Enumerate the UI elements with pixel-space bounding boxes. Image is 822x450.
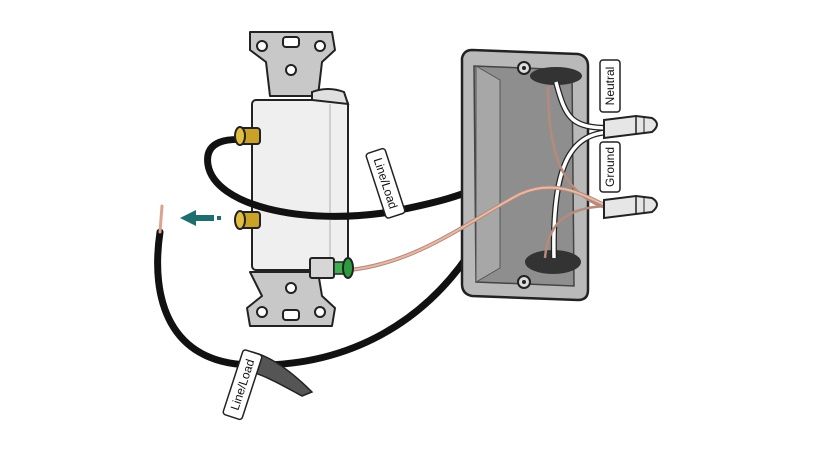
arrow-left-icon bbox=[180, 210, 221, 226]
neutral-label: Neutral bbox=[603, 67, 617, 106]
wire-nut-neutral bbox=[603, 114, 658, 140]
white-wire-neutral-1-fill bbox=[554, 81, 613, 130]
ground-wire-box-2 bbox=[543, 204, 613, 259]
neutral-tag: Neutral bbox=[599, 59, 621, 113]
wire-nut-ground bbox=[603, 194, 658, 220]
switch-mounting-strap bbox=[246, 31, 336, 327]
bottom-tag-tail bbox=[249, 351, 314, 397]
line-load-tag-top: Line/Load bbox=[365, 147, 406, 219]
green-ground-screw bbox=[309, 257, 354, 279]
switch-body bbox=[251, 88, 350, 271]
ground-tag: Ground bbox=[599, 141, 621, 193]
ground-label: Ground bbox=[603, 147, 617, 187]
electrical-box bbox=[460, 48, 590, 302]
brass-terminal-bottom bbox=[234, 210, 261, 230]
brass-terminal-top bbox=[234, 126, 261, 146]
stripped-wire-end bbox=[158, 204, 164, 234]
ground-wire-to-switch-fill bbox=[349, 186, 613, 271]
ground-wire-box-1 bbox=[546, 85, 613, 212]
